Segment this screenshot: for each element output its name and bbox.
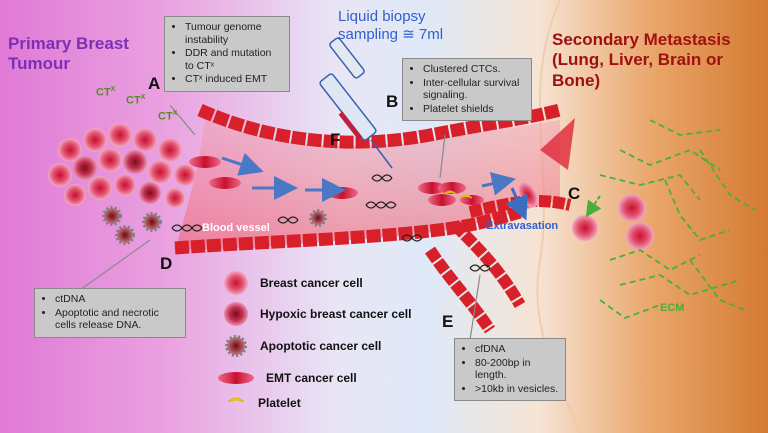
legend-platelet: Platelet xyxy=(258,396,301,410)
label-b: B xyxy=(386,92,399,111)
breast-cancer-cell-icon xyxy=(224,271,248,295)
legend-emt-cell: EMT cancer cell xyxy=(266,371,357,385)
callout-pointers xyxy=(79,104,481,341)
dna-strands xyxy=(171,174,491,272)
callout-b-item: Platelet shields xyxy=(423,103,525,116)
apoptotic-cell-icon xyxy=(225,335,247,357)
primary-tumour-cluster xyxy=(48,123,196,208)
apoptotic-cells xyxy=(102,206,327,245)
vessel-branch-wall-a xyxy=(450,220,526,308)
callout-e-item: cfDNA xyxy=(475,343,559,356)
callout-e-item: 80-200bp in length. xyxy=(475,357,559,382)
callout-e-item: >10kb in vesicles. xyxy=(475,383,559,396)
extravasation-label: Extravasation xyxy=(486,220,559,232)
legend-apoptotic-cell: Apoptotic cancer cell xyxy=(260,339,382,353)
callout-a: Tumour genome instability DDR and mutati… xyxy=(164,16,290,92)
callout-a-item: DDR and mutation to CTˣ xyxy=(185,47,283,72)
platelets xyxy=(443,190,473,199)
secondary-title: Secondary Metastasis (Lung, Liver, Brain… xyxy=(552,30,731,90)
callout-d: ctDNA Apoptotic and necrotic cells relea… xyxy=(34,288,186,338)
hypoxic-cell-icon xyxy=(224,302,248,326)
emt-cell-icon xyxy=(218,372,254,384)
vessel-lumen xyxy=(175,118,560,250)
primary-title: Primary Breast Tumour xyxy=(8,34,129,74)
label-d: D xyxy=(160,254,173,273)
flow-arrows xyxy=(221,152,602,221)
ctx-marker-3: CTX xyxy=(158,110,178,123)
vessel-branch-wall-c xyxy=(425,246,495,334)
callout-d-item: ctDNA xyxy=(55,293,179,306)
syringe-icon xyxy=(319,37,393,169)
legend-hypoxic-cell: Hypoxic breast cancer cell xyxy=(260,307,412,321)
vessel-lower-wall xyxy=(174,205,522,255)
callout-b-item: Inter-cellular survival signaling. xyxy=(423,77,525,102)
callout-e: cfDNA 80-200bp in length. >10kb in vesic… xyxy=(454,338,566,402)
ctx-marker-2: CTX xyxy=(126,94,146,107)
vessel-opening xyxy=(540,118,575,170)
callout-d-item: Apoptotic and necrotic cells release DNA… xyxy=(55,307,179,332)
label-e: E xyxy=(442,312,454,331)
callout-b-item: Clustered CTCs. xyxy=(423,63,525,76)
callout-a-item: Tumour genome instability xyxy=(185,21,283,46)
blood-vessel-label: Blood vessel xyxy=(202,222,270,234)
callout-a-item: CTˣ induced EMT xyxy=(185,73,283,86)
ecm-label: ECM xyxy=(660,302,685,314)
callout-b: Clustered CTCs. Inter-cellular survival … xyxy=(402,58,532,122)
ecm-fibres xyxy=(599,119,756,320)
extravasating-cells xyxy=(518,182,654,250)
platelet-icon xyxy=(227,397,245,403)
liquid-biopsy-title: Liquid biopsy sampling ≅ 7ml xyxy=(338,8,444,43)
label-f: F xyxy=(330,130,341,149)
ctx-marker-1: CTX xyxy=(96,86,116,99)
legend-icons xyxy=(218,271,254,403)
label-c: C xyxy=(568,184,581,203)
legend-breast-cancer-cell: Breast cancer cell xyxy=(260,276,363,290)
label-a: A xyxy=(148,74,161,93)
